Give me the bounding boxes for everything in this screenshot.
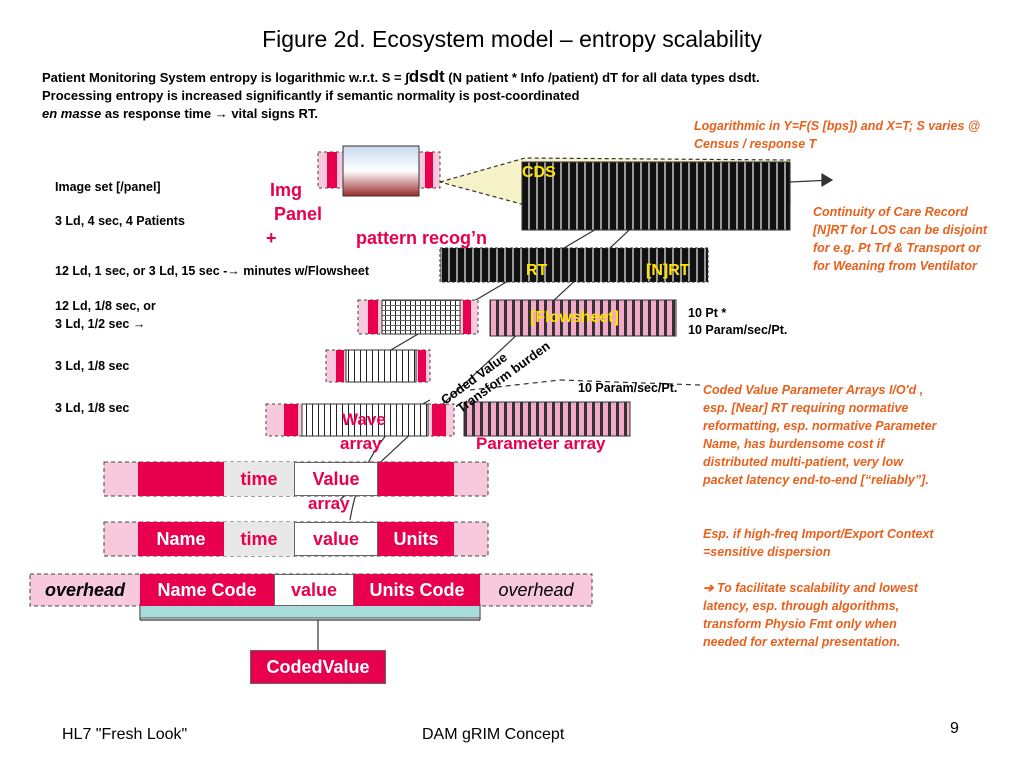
pt10-label-b: 10 Param/sec/Pt. <box>688 323 788 337</box>
level-12ld-1sec: 12 Ld, 1 sec, or 3 Ld, 15 sec -→ minutes… <box>55 264 369 278</box>
time-cell: time <box>224 462 294 496</box>
note-logarithmic: Logarithmic in Y=F(S [bps]) and X=T; S v… <box>694 119 981 151</box>
flowsheet-label: [Flowsheet] <box>530 309 619 326</box>
parameter-array-label: Parameter array <box>476 434 606 453</box>
code-row-value-cell: value <box>274 574 354 606</box>
wave-array-label: array <box>340 434 382 453</box>
intro-line3-rest: as response time → vital signs RT. <box>101 106 319 121</box>
value-cell: Value <box>294 462 378 496</box>
coded-value-box: CodedValue <box>250 650 386 684</box>
intro-line1-big: dsdt <box>408 67 445 86</box>
note-coded-value-arrays: Coded Value Parameter Arrays I/O'd , esp… <box>703 383 937 487</box>
ld-row-1 <box>325 349 431 383</box>
name-cell: Name <box>138 522 224 556</box>
name-code-cell: Name Code <box>140 574 274 606</box>
name-row-value-cell: value <box>294 522 378 556</box>
intro-line3-em: en masse <box>42 106 102 121</box>
name-row-time-cell: time <box>224 522 294 556</box>
img-label: Img <box>270 180 303 200</box>
param10-label: 10 Param/sec/Pt. <box>578 381 678 395</box>
rt-label: RT <box>526 262 548 279</box>
level-3ld-8th-a: 3 Ld, 1/8 sec <box>55 359 130 373</box>
code-row-base <box>139 603 481 619</box>
overhead-left-cell: overhead <box>44 579 126 600</box>
panel-label: Panel <box>274 204 323 224</box>
note-continuity: Continuity of Care Record [N]RT for LOS … <box>813 205 988 273</box>
units-code-cell: Units Code <box>354 574 480 606</box>
value-array-label: array <box>308 494 350 513</box>
level-3ld-8th-b: 3 Ld, 1/8 sec <box>55 401 130 415</box>
plus-label: + <box>266 228 277 248</box>
level-12ld-8th-a: 12 Ld, 1/8 sec, or <box>55 299 156 313</box>
intro-text: Patient Monitoring System entropy is log… <box>42 68 922 123</box>
note-facilitate: ➔ To facilitate scalability and lowest l… <box>703 581 918 649</box>
overhead-right-cell: overhead <box>498 579 574 600</box>
intro-line2: Processing entropy is increased signific… <box>42 88 580 103</box>
cds-label: CDS <box>522 164 556 181</box>
footer-left: HL7 "Fresh Look" <box>62 726 188 743</box>
time-row-left-cap <box>138 462 224 496</box>
level-image-set: Image set [/panel] <box>55 180 161 194</box>
units-cell: Units <box>378 522 454 556</box>
level-12ld-8th-b: 3 Ld, 1/2 sec → <box>55 317 146 331</box>
intro-line1-a: Patient Monitoring System entropy is log… <box>42 70 409 85</box>
flowsheet-row <box>357 299 677 337</box>
wave-label: Wave <box>342 410 386 429</box>
rt-bar <box>439 247 709 283</box>
note-high-freq: Esp. if high-freq Import/Export Context … <box>703 527 934 559</box>
pt10-label-a: 10 Pt * <box>688 306 727 320</box>
cds-block <box>521 161 791 231</box>
pattern-recog-label: pattern recog’n <box>356 228 488 248</box>
time-row-right-cap <box>378 462 454 496</box>
image-set-bar <box>317 145 441 197</box>
nrt-label: [N]RT <box>646 262 690 279</box>
level-3ld-4sec: 3 Ld, 4 sec, 4 Patients <box>55 214 185 228</box>
intro-line1-b: (N patient * Info /patient) dT for all d… <box>444 70 760 85</box>
footer-center: DAM gRIM Concept <box>422 726 565 743</box>
page-number: 9 <box>950 720 959 737</box>
wave-row <box>265 401 631 437</box>
page-title: Figure 2d. Ecosystem model – entropy sca… <box>262 26 762 52</box>
